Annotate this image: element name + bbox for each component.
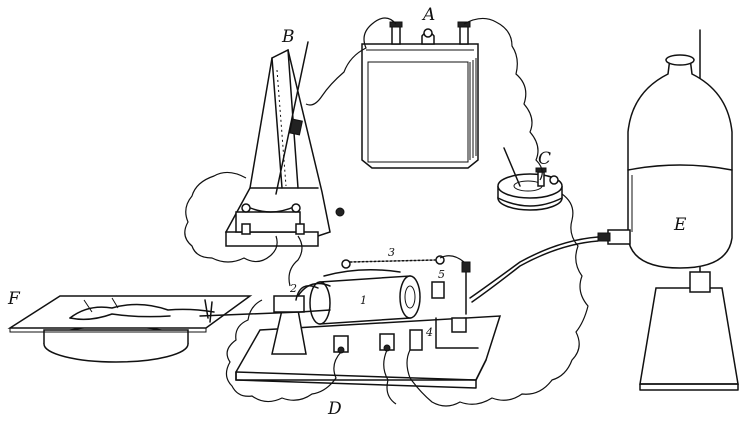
part-number-1: 1 [360, 294, 367, 307]
induction-apparatus [199, 255, 502, 389]
battery-cell [361, 21, 479, 169]
label-F: F [7, 289, 21, 309]
part-number-5: 5 [438, 268, 445, 281]
label-B: B [281, 27, 295, 47]
label-D: D [327, 399, 342, 419]
part-number-4: 4 [425, 326, 433, 339]
frog-board [7, 295, 253, 363]
connecting-wires [184, 17, 589, 407]
label-E: E [673, 215, 687, 235]
metronome [224, 41, 345, 247]
label-C: C [538, 149, 551, 169]
part-numbers: 1 2 3 4 5 [289, 246, 445, 339]
label-A: A [421, 5, 435, 25]
figure-labels: A B C D E F [7, 5, 687, 419]
reservoir-bottle [597, 29, 739, 391]
rubber-tube [469, 236, 599, 299]
part-number-2: 2 [289, 282, 297, 295]
part-number-3: 3 [388, 246, 395, 259]
mercury-switch [497, 147, 563, 211]
